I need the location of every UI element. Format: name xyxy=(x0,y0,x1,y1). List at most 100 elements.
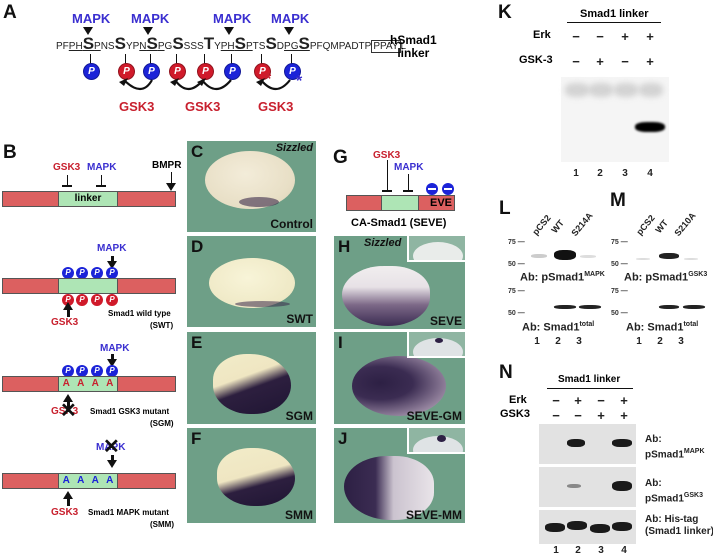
l-ab-bottom: Ab: Smad1total xyxy=(522,321,595,334)
residue: G xyxy=(164,41,173,52)
residue: L xyxy=(400,41,407,52)
inhibit-cap xyxy=(403,190,413,192)
n-blot-gsk3 xyxy=(539,467,636,507)
residue: S xyxy=(265,34,277,53)
arrow-down-icon xyxy=(284,27,294,35)
n-header: Smad1 linker xyxy=(558,374,621,385)
n-ab-1: Ab:pSmad1MAPK xyxy=(645,434,705,461)
l-blot-bottom xyxy=(527,296,607,320)
band xyxy=(659,253,679,259)
inhibit-cap xyxy=(382,190,392,192)
band xyxy=(567,521,587,530)
arrow-up-icon xyxy=(63,394,73,402)
residue: S xyxy=(82,34,95,53)
panel-e-label: E xyxy=(191,333,203,352)
lane-number: 2 xyxy=(597,168,603,179)
inset-photo xyxy=(407,332,465,358)
lane-label: S214A xyxy=(569,210,595,238)
sign-gsk-3: − xyxy=(572,54,580,69)
condition-label: SMM xyxy=(285,508,313,522)
background-smear xyxy=(614,83,638,97)
band xyxy=(684,258,698,260)
residue: PG xyxy=(284,41,299,52)
mw-marker-50: 50 — xyxy=(611,310,628,317)
band xyxy=(579,305,601,309)
marker-label: Sizzled xyxy=(364,237,402,249)
arrow-down-icon xyxy=(107,359,117,367)
smm-gsk3-label: GSK3 xyxy=(51,507,79,518)
band xyxy=(567,439,585,447)
curved-arrow-icon xyxy=(260,79,291,91)
sign-gsk3: − xyxy=(552,408,560,423)
inhibit-cap xyxy=(62,185,72,187)
phospho-stem xyxy=(150,54,151,64)
swt-bar xyxy=(2,278,176,294)
embryo xyxy=(209,258,295,308)
background-smear xyxy=(589,83,613,97)
lane-number: 1 xyxy=(553,545,559,556)
embryo-photo-i: I SEVE-GM xyxy=(334,332,465,424)
embryo xyxy=(342,266,430,326)
condition-label: SEVE xyxy=(429,314,462,328)
lane-number: 4 xyxy=(647,168,653,179)
lane-number: 3 xyxy=(678,336,684,347)
phospho-icon: P xyxy=(62,365,74,377)
swt-abbr: (SWT) xyxy=(150,321,174,330)
marker-label: Sizzled xyxy=(275,142,313,154)
title-line-2: linker xyxy=(397,46,430,60)
condition-label: SWT xyxy=(286,312,313,326)
inset-photo xyxy=(407,236,465,262)
l-blot-top xyxy=(527,238,607,270)
arrow-down-icon xyxy=(166,183,176,191)
k-autoradiograph xyxy=(561,77,669,162)
phospho-mapk-icon: P xyxy=(224,63,241,80)
staining xyxy=(239,197,279,207)
arrow-down-icon xyxy=(224,27,234,35)
n-blot-his xyxy=(539,510,636,544)
asterisk-blue: * xyxy=(296,73,303,90)
phospho-icon: P xyxy=(106,267,118,279)
condition-label: SEVE-MM xyxy=(405,508,462,522)
arrow-stem xyxy=(67,401,70,409)
mapk-label-2: MAPK xyxy=(131,11,170,26)
inhibit-bar xyxy=(408,174,409,190)
arrow-stem xyxy=(111,354,114,360)
k-row-label-erk: Erk xyxy=(533,29,551,41)
lane-number: 1 xyxy=(534,336,540,347)
residue: P xyxy=(157,41,165,52)
phospho-icon: P xyxy=(91,365,103,377)
phospho-stem xyxy=(176,54,177,64)
inhibit-bar xyxy=(67,175,68,186)
mw-marker-75: 75 — xyxy=(611,239,628,246)
residue: SSS xyxy=(183,41,204,52)
mutant-residue: A xyxy=(77,378,85,389)
mutant-residue: A xyxy=(62,378,70,389)
panel-g-label: G xyxy=(333,147,348,168)
band xyxy=(580,255,596,258)
arrow-down-icon xyxy=(107,460,117,468)
smm-abbr: (SMM) xyxy=(150,520,174,529)
embryo-photo-c: C Sizzled Control xyxy=(187,141,316,232)
lane-number: 2 xyxy=(555,336,561,347)
panel-d-label: D xyxy=(191,237,204,256)
residue: S xyxy=(172,34,184,53)
residue: PH xyxy=(68,41,83,52)
sign-gsk-3: − xyxy=(621,54,629,69)
mutant-residue: A xyxy=(106,475,114,486)
bmpr-label: BMPR xyxy=(152,160,182,171)
arrowhead-icon xyxy=(119,78,128,86)
residue: Y xyxy=(214,41,221,52)
panel-m-label: M xyxy=(610,190,626,211)
phospho-mapk-icon: P xyxy=(83,63,100,80)
residue: PH xyxy=(220,41,235,52)
phospho-icon: P xyxy=(106,294,118,306)
title-line-1: hSmad1 xyxy=(390,33,437,47)
g-mapk-label: MAPK xyxy=(394,162,424,173)
lane-number: 3 xyxy=(576,336,582,347)
arrow-stem xyxy=(67,309,70,317)
sign-erk: − xyxy=(572,29,580,44)
sgm-name: Smad1 GSK3 mutant xyxy=(90,407,170,416)
n-ab-3: Ab: His-tag(Smad1 linker) xyxy=(645,514,713,537)
arrowhead-icon xyxy=(170,78,179,86)
condition-label: SGM xyxy=(285,409,313,423)
